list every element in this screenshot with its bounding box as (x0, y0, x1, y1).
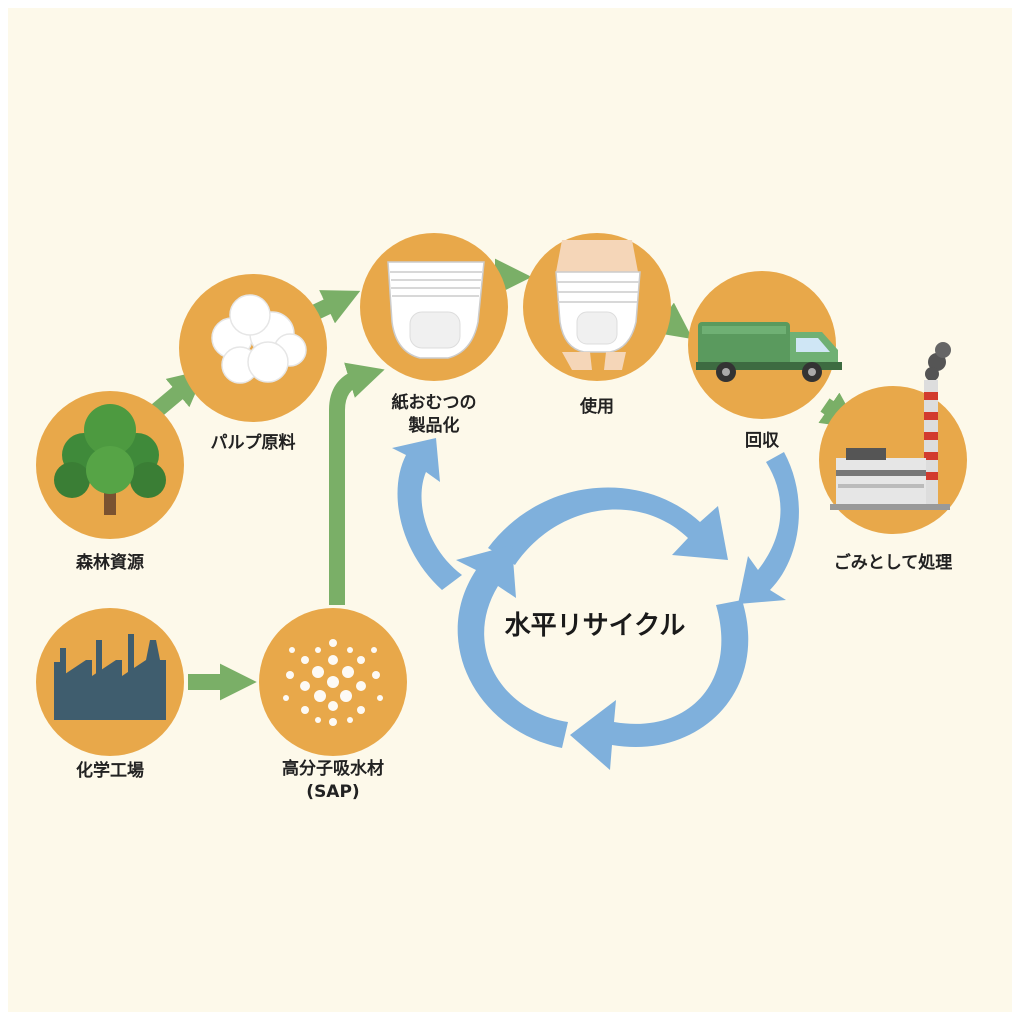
worn-diaper-icon (555, 240, 641, 370)
arrow-sap-to-diaper (329, 362, 385, 605)
label-chem-plant: 化学工場 (76, 761, 144, 781)
cycle-arrow-diaper (392, 438, 462, 590)
cycle-arrow-left (456, 545, 568, 748)
diaper-icon (387, 261, 485, 359)
cycle-arrow-top (488, 487, 728, 565)
label-use: 使用 (580, 397, 614, 417)
tree-icon (54, 404, 166, 515)
arrow-pulp-to-diaper (312, 290, 361, 324)
label-diaper: 紙おむつの 製品化 (392, 392, 477, 438)
cycle-label: 水平リサイクル (504, 611, 686, 641)
arrow-forest-to-pulp (149, 369, 206, 419)
sap-beads-icon (283, 639, 383, 726)
factory-icon (54, 634, 166, 720)
cycle-arrow-collect (738, 452, 799, 604)
garbage-truck-icon (696, 322, 842, 382)
incinerator-icon (830, 342, 951, 510)
arrow-collect-to-incinerate (818, 392, 860, 429)
label-collect: 回収 (745, 431, 779, 451)
label-sap-line1: 高分子吸水材 (282, 759, 384, 779)
label-sap: 高分子吸水材 (SAP) (282, 758, 384, 804)
label-forest: 森林資源 (76, 553, 144, 573)
node-circles (36, 233, 967, 756)
label-pulp: パルプ原料 (210, 433, 296, 453)
cycle-arrows (392, 438, 799, 770)
cycle-arrow-right (570, 600, 749, 770)
label-diaper-line2: 製品化 (408, 416, 460, 436)
label-incinerate: ごみとして処理 (833, 553, 953, 573)
cotton-icon (211, 294, 307, 384)
label-sap-line2: (SAP) (306, 782, 360, 802)
label-diaper-line1: 紙おむつの (391, 393, 477, 413)
